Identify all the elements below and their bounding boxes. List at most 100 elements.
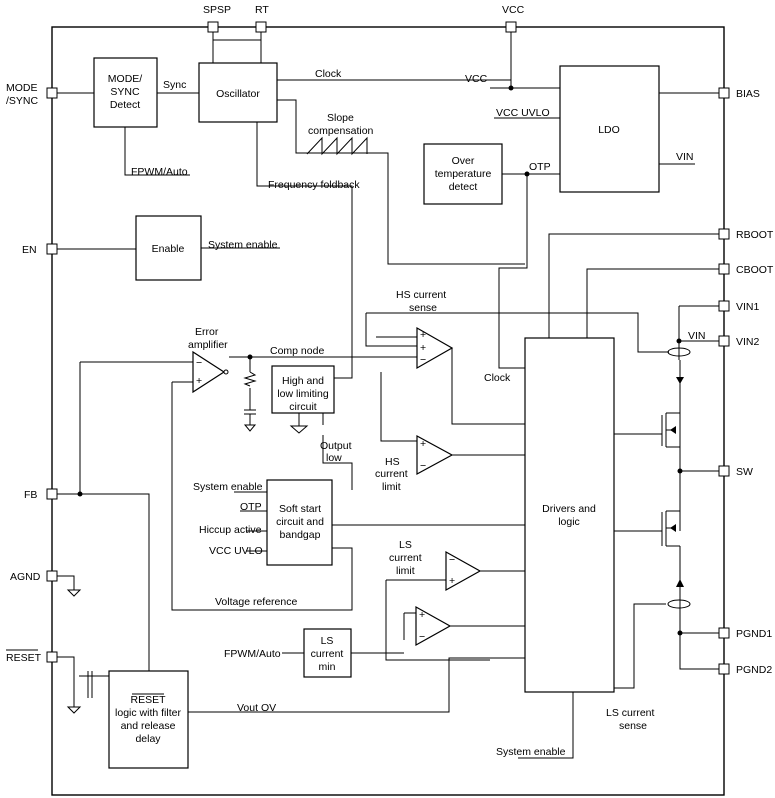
- ls-min-line1: LS: [321, 635, 334, 647]
- oscillator-label: Oscillator: [216, 88, 260, 100]
- error-amp-plus: +: [196, 375, 202, 387]
- soft-start-line3: bandgap: [280, 529, 321, 541]
- ls-limit-minus: −: [449, 554, 455, 566]
- clock-top-label: Clock: [315, 68, 342, 80]
- pin-spsp-label: SPSP: [203, 4, 231, 16]
- reset-logic-line2: logic with filter: [115, 707, 181, 719]
- mode-sync-detect-line1: MODE/: [108, 73, 143, 85]
- hs-limit-plus: +: [420, 438, 426, 450]
- ls-limit-line2: current: [389, 552, 422, 564]
- soft-start-line2: circuit and: [276, 516, 324, 528]
- ls-sense-line2: sense: [619, 720, 647, 732]
- ls-sense-line1: LS current: [606, 707, 655, 719]
- hs-sense-minus: −: [420, 354, 426, 366]
- hs-limit-line3: limit: [382, 481, 401, 493]
- ls-limit-line3: limit: [396, 565, 415, 577]
- error-amp-minus: −: [196, 357, 202, 369]
- chip-outline: [51, 26, 725, 796]
- mode-sync-detect-block: [93, 57, 158, 128]
- hs-sense-line1: HS current: [396, 289, 446, 301]
- pin-mode-sync: [46, 87, 58, 99]
- fpwm-auto-top-label: FPWM/Auto: [131, 166, 188, 178]
- pin-pgnd1: [718, 627, 730, 639]
- ls-limit-comparator-symbol: [445, 550, 482, 592]
- limiting-line1: High and: [282, 375, 324, 387]
- fpwm-auto-bottom-label: FPWM/Auto: [224, 648, 281, 660]
- hs-limit-line2: current: [375, 468, 408, 480]
- error-amp-line2: amplifier: [188, 339, 228, 351]
- ls-sense-arrow: [676, 579, 684, 587]
- hs-limit-minus: −: [420, 460, 426, 472]
- pin-agnd-label: AGND: [10, 571, 41, 583]
- pin-pgnd1-label: PGND1: [736, 628, 772, 640]
- ldo-label: LDO: [598, 124, 620, 136]
- pin-rt: [255, 21, 267, 33]
- drivers-line2: logic: [558, 516, 580, 528]
- vcc-in-label: VCC: [465, 73, 488, 85]
- pin-reset: [46, 651, 58, 663]
- ls-limit-plus: +: [449, 575, 455, 587]
- mode-sync-detect-line3: Detect: [110, 99, 140, 111]
- hs-sense-arrow: [676, 377, 684, 384]
- system-enable-bottom-label: System enable: [496, 746, 566, 758]
- high-side-mosfet-arrow: [670, 426, 676, 434]
- pin-rboot-label: RBOOT: [736, 229, 774, 241]
- hs-sense-line2: sense: [409, 302, 437, 314]
- over-temp-line3: detect: [449, 181, 478, 193]
- mode-sync-detect-line2: SYNC: [110, 86, 140, 98]
- ldo-block: [559, 65, 660, 193]
- hs-sense-comparator-symbol: [416, 326, 454, 370]
- vcc-uvlo-ldo-label: VCC UVLO: [496, 107, 550, 119]
- slope-compensation-sawtooth: [306, 136, 368, 156]
- vin-sense-label: VIN: [688, 330, 706, 342]
- pin-rboot: [718, 228, 730, 240]
- ss-input-vcc-uvlo: VCC UVLO: [209, 545, 263, 557]
- clock-mid-label: Clock: [484, 372, 511, 384]
- pin-agnd: [46, 570, 58, 582]
- reset-logic-line1: RESET: [130, 694, 166, 706]
- ls-sense-loop: [667, 599, 691, 609]
- error-amplifier-symbol: [192, 350, 226, 394]
- pin-vin1-label: VIN1: [736, 301, 760, 313]
- output-low-line2: low: [326, 452, 342, 464]
- reset-logic-block: [108, 670, 189, 769]
- vin-ldo-label: VIN: [676, 151, 694, 163]
- limiting-circuit-block: [271, 365, 335, 414]
- blocks: MODE/ SYNC Detect Oscillator LDO Over te…: [93, 57, 660, 769]
- ls-min-plus: +: [419, 609, 425, 621]
- low-side-mosfet: [661, 510, 680, 547]
- slope-line1: Slope: [327, 112, 354, 124]
- voltage-reference-label: Voltage reference: [215, 596, 297, 608]
- pin-en-label: EN: [22, 244, 37, 256]
- ss-input-otp: OTP: [240, 501, 262, 513]
- pin-rt-label: RT: [255, 4, 269, 16]
- freq-foldback-label: Frequency foldback: [268, 179, 360, 191]
- pin-reset-label: RESET: [6, 652, 42, 664]
- high-side-mosfet: [661, 412, 680, 448]
- hs-limit-line1: HS: [385, 456, 400, 468]
- output-low-line1: Output: [320, 440, 352, 452]
- hs-sense-loop: [667, 347, 691, 357]
- pin-fb-label: FB: [24, 489, 37, 501]
- over-temperature-block: [423, 143, 503, 205]
- enable-label: Enable: [152, 243, 185, 255]
- pin-bias-label: BIAS: [736, 88, 760, 100]
- pin-sw-label: SW: [736, 466, 753, 478]
- pin-vcc: [505, 21, 517, 33]
- pin-bias: [718, 87, 730, 99]
- pin-sync-label: /SYNC: [6, 95, 39, 107]
- pin-en: [46, 243, 58, 255]
- ls-current-min-block: [303, 628, 352, 678]
- soft-start-line1: Soft start: [279, 503, 321, 515]
- pin-sw: [718, 465, 730, 477]
- sync-label: Sync: [163, 79, 186, 91]
- amplifiers: − + + + − + − − + + −: [192, 326, 482, 647]
- limiting-line2: low limiting: [277, 388, 329, 400]
- over-temp-line1: Over: [452, 155, 475, 167]
- drivers-line1: Drivers and: [542, 503, 596, 515]
- error-amp-line1: Error: [195, 326, 219, 338]
- pin-vin1: [718, 300, 730, 312]
- drivers-logic-block: [524, 337, 615, 693]
- pin-cboot: [718, 263, 730, 275]
